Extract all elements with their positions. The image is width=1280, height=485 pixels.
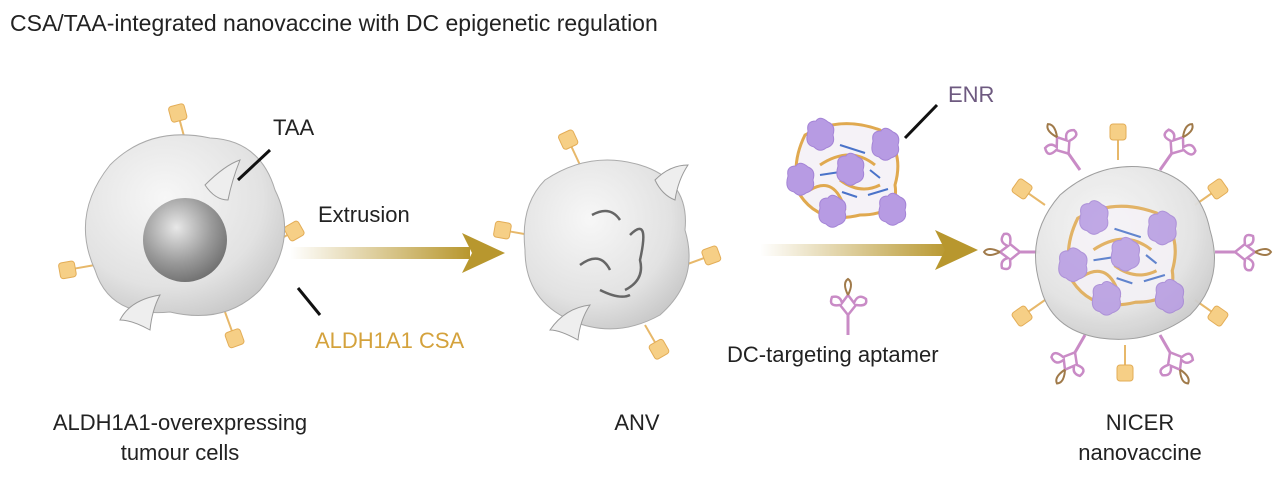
label-taa: TAA	[273, 115, 314, 140]
stage-label-tumour-cells-line2: tumour cells	[121, 440, 240, 465]
stage-label-tumour-cells: ALDH1A1-overexpressing	[53, 410, 307, 435]
assembly-arrow	[760, 230, 978, 270]
tumour-cell	[57, 102, 307, 350]
stage-label-anv: ANV	[614, 410, 660, 435]
figure-title: CSA/TAA-integrated nanovaccine with DC e…	[10, 10, 658, 36]
stage-label-nicer: NICER	[1106, 410, 1174, 435]
nucleus	[143, 198, 227, 282]
label-aldh1a1-csa: ALDH1A1 CSA	[315, 328, 465, 353]
label-extrusion: Extrusion	[318, 202, 410, 227]
nicer-nanovaccine	[982, 112, 1273, 395]
taa-icon	[204, 159, 241, 201]
anv-vesicle	[492, 127, 723, 362]
aptamer-icon	[829, 277, 868, 337]
stage-label-nanovaccine: nanovaccine	[1078, 440, 1202, 465]
extrusion-arrow	[290, 233, 505, 273]
label-dc-targeting-aptamer: DC-targeting aptamer	[727, 342, 939, 367]
enr-nanoparticle	[787, 118, 906, 227]
label-enr: ENR	[948, 82, 994, 107]
